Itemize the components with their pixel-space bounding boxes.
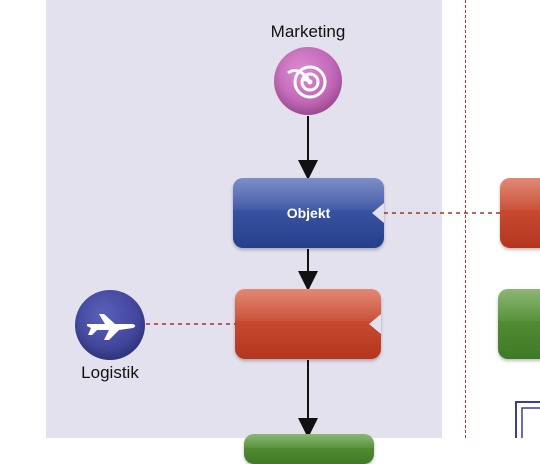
- marketing-node[interactable]: [274, 47, 342, 115]
- partial-frame-shape: [515, 401, 540, 438]
- red-process-label: [235, 289, 381, 359]
- lane-divider: [465, 0, 466, 438]
- partial-frame-shape-inner: [521, 407, 540, 438]
- marketing-label: Marketing: [270, 22, 346, 41]
- red-process-box[interactable]: [235, 289, 381, 359]
- green-process-label: [244, 434, 374, 464]
- right-red-process-box[interactable]: [500, 178, 540, 248]
- logistik-label: Logistik: [81, 363, 139, 382]
- logistik-node[interactable]: [75, 290, 145, 360]
- airplane-icon: [87, 314, 136, 340]
- target-arrow-icon: [287, 65, 327, 99]
- right-green-process-box[interactable]: [498, 289, 540, 359]
- green-process-box[interactable]: [244, 434, 374, 464]
- objekt-box[interactable]: Objekt: [233, 178, 384, 248]
- objekt-label: Objekt: [286, 205, 331, 221]
- connectors: [146, 116, 540, 438]
